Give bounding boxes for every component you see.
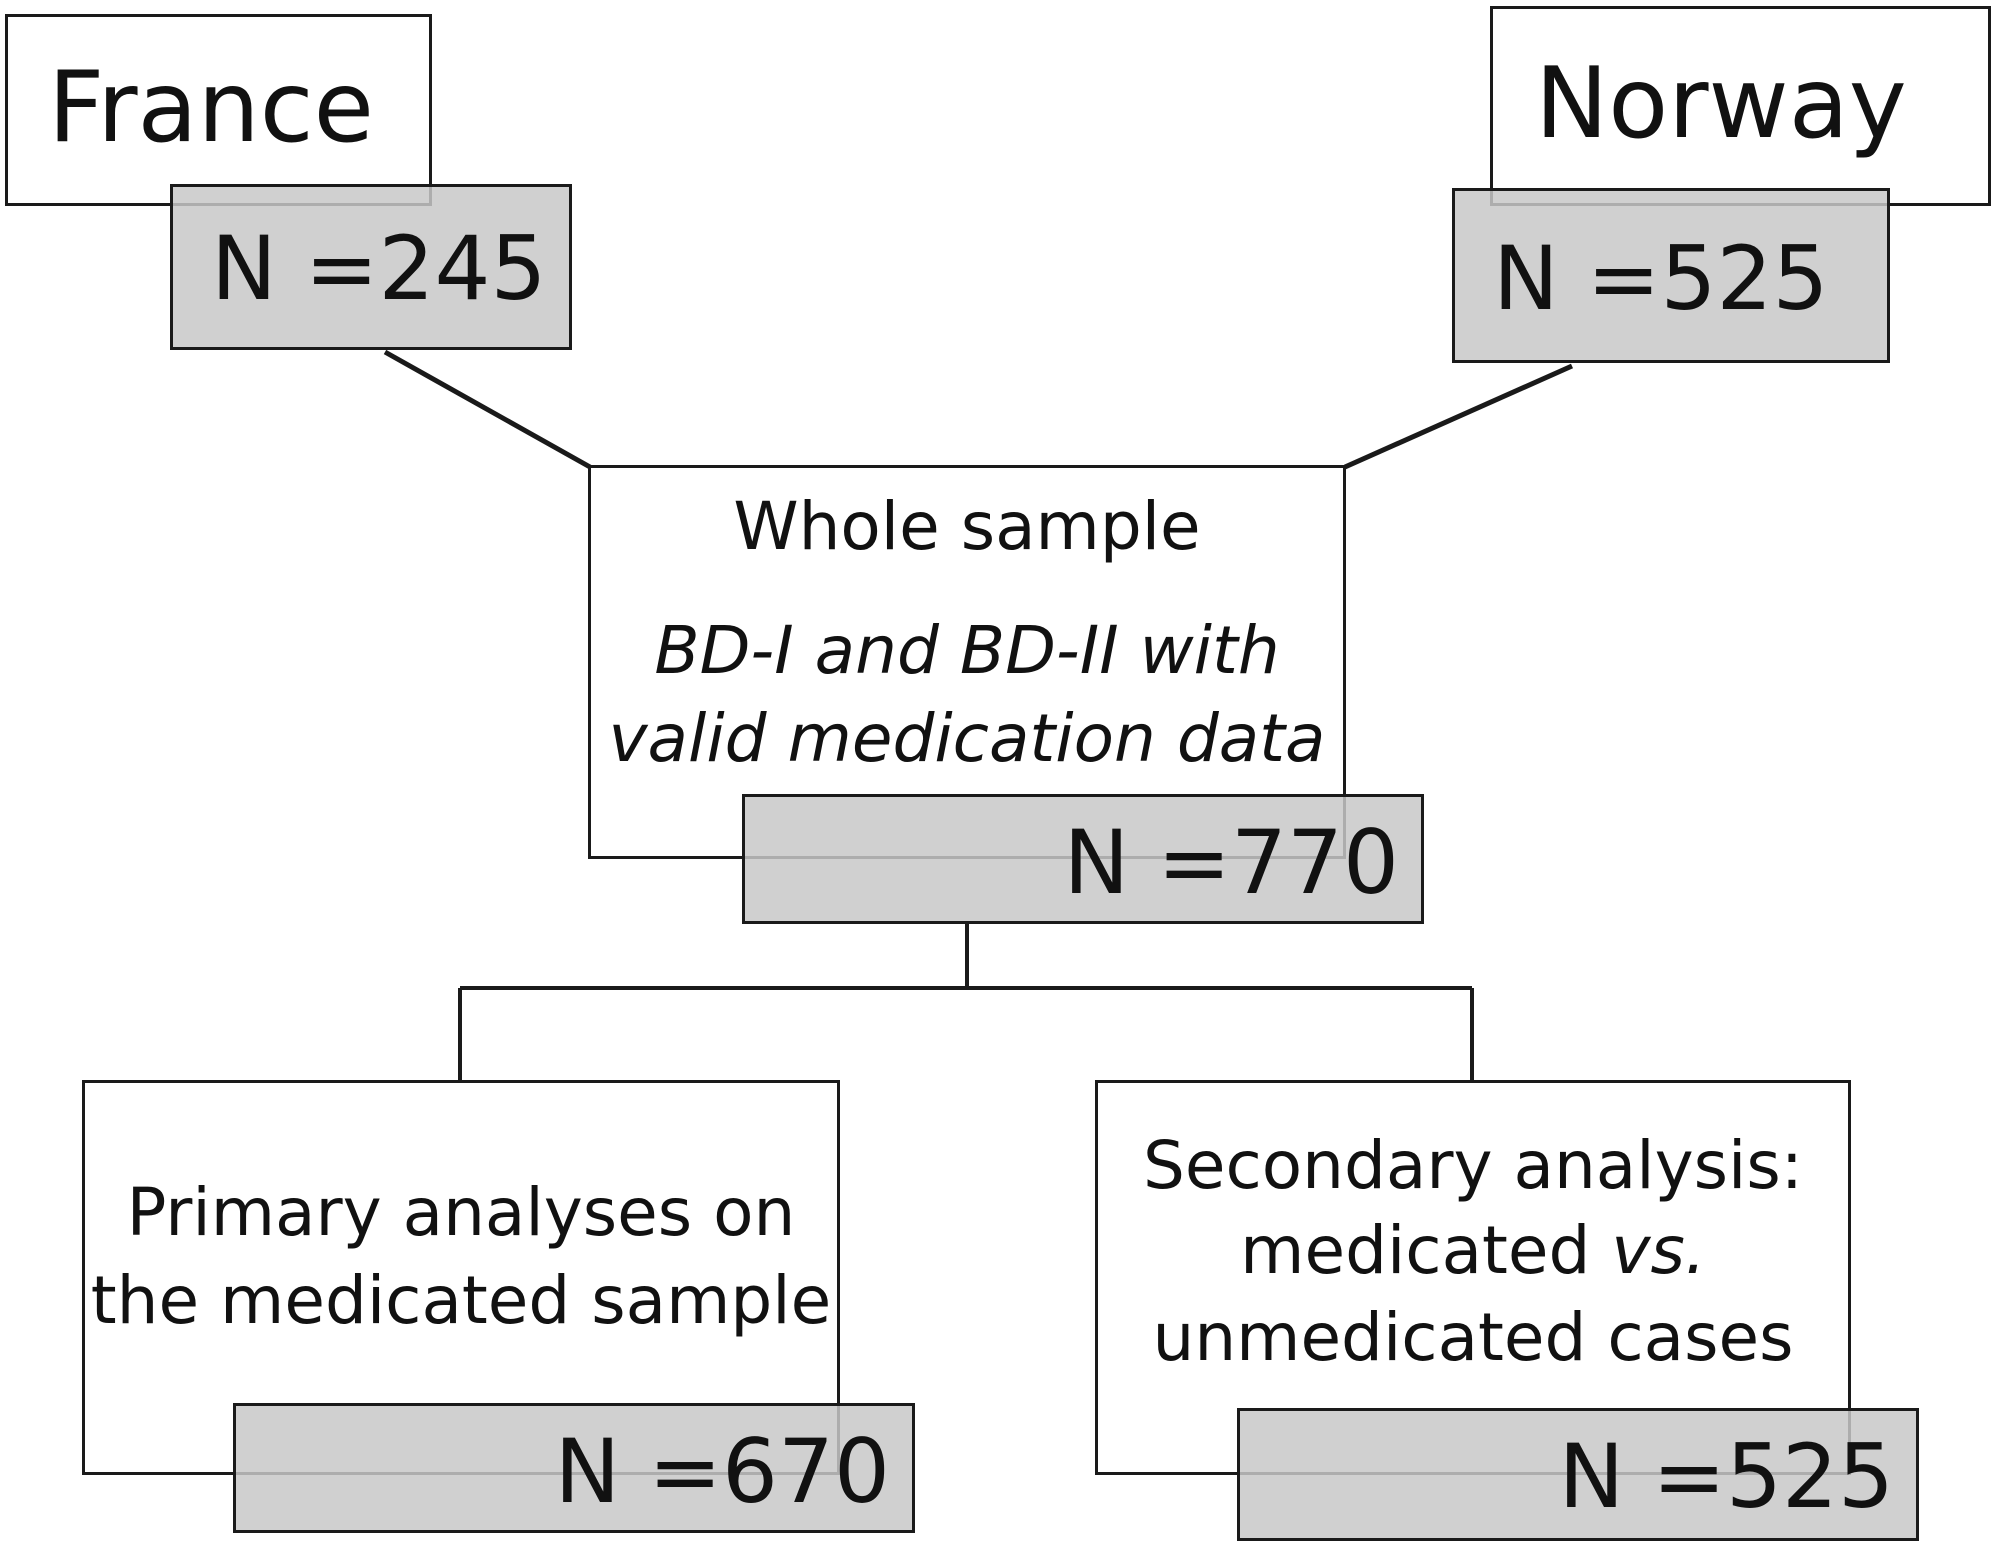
secondary-n-box: N =525	[1237, 1408, 1919, 1541]
primary-line-1: Primary analyses on	[126, 1174, 796, 1251]
secondary-n: N =525	[1558, 1425, 1895, 1528]
secondary-line-2: medicated vs.	[1098, 1218, 1848, 1284]
secondary-line-3: unmedicated cases	[1152, 1299, 1794, 1376]
france-n: N =245	[211, 217, 547, 320]
norway-box: Norway	[1490, 6, 1991, 206]
secondary-line-2-italic: vs.	[1611, 1212, 1706, 1289]
whole-n: N =770	[1063, 811, 1400, 914]
whole-sample-subtitle-1-text: BD-I and BD-II with	[654, 612, 1280, 689]
france-box: France	[5, 14, 432, 206]
primary-n-box: N =670	[233, 1403, 915, 1533]
primary-n: N =670	[554, 1420, 891, 1523]
whole-n-box: N =770	[742, 794, 1424, 924]
connector-norway-whole	[1343, 363, 1574, 470]
norway-label: Norway	[1535, 47, 1907, 161]
connector-france-whole	[383, 349, 592, 470]
whole-sample-title: Whole sample	[733, 488, 1201, 565]
norway-n: N =525	[1493, 227, 1829, 330]
france-label: France	[48, 51, 374, 165]
france-n-box: N =245	[170, 184, 572, 350]
whole-sample-subtitle-1: BD-I and BD-II with	[591, 618, 1343, 684]
secondary-line-2-prefix: medicated	[1240, 1212, 1612, 1289]
norway-n-box: N =525	[1452, 188, 1890, 363]
whole-sample-subtitle-2-text: valid medication data	[608, 700, 1326, 777]
secondary-line-1: Secondary analysis:	[1143, 1127, 1803, 1204]
primary-line-2: the medicated sample	[90, 1262, 832, 1339]
whole-sample-subtitle-2: valid medication data	[591, 706, 1343, 772]
whole-sample-box: Whole sample BD-I and BD-II with valid m…	[588, 465, 1346, 859]
